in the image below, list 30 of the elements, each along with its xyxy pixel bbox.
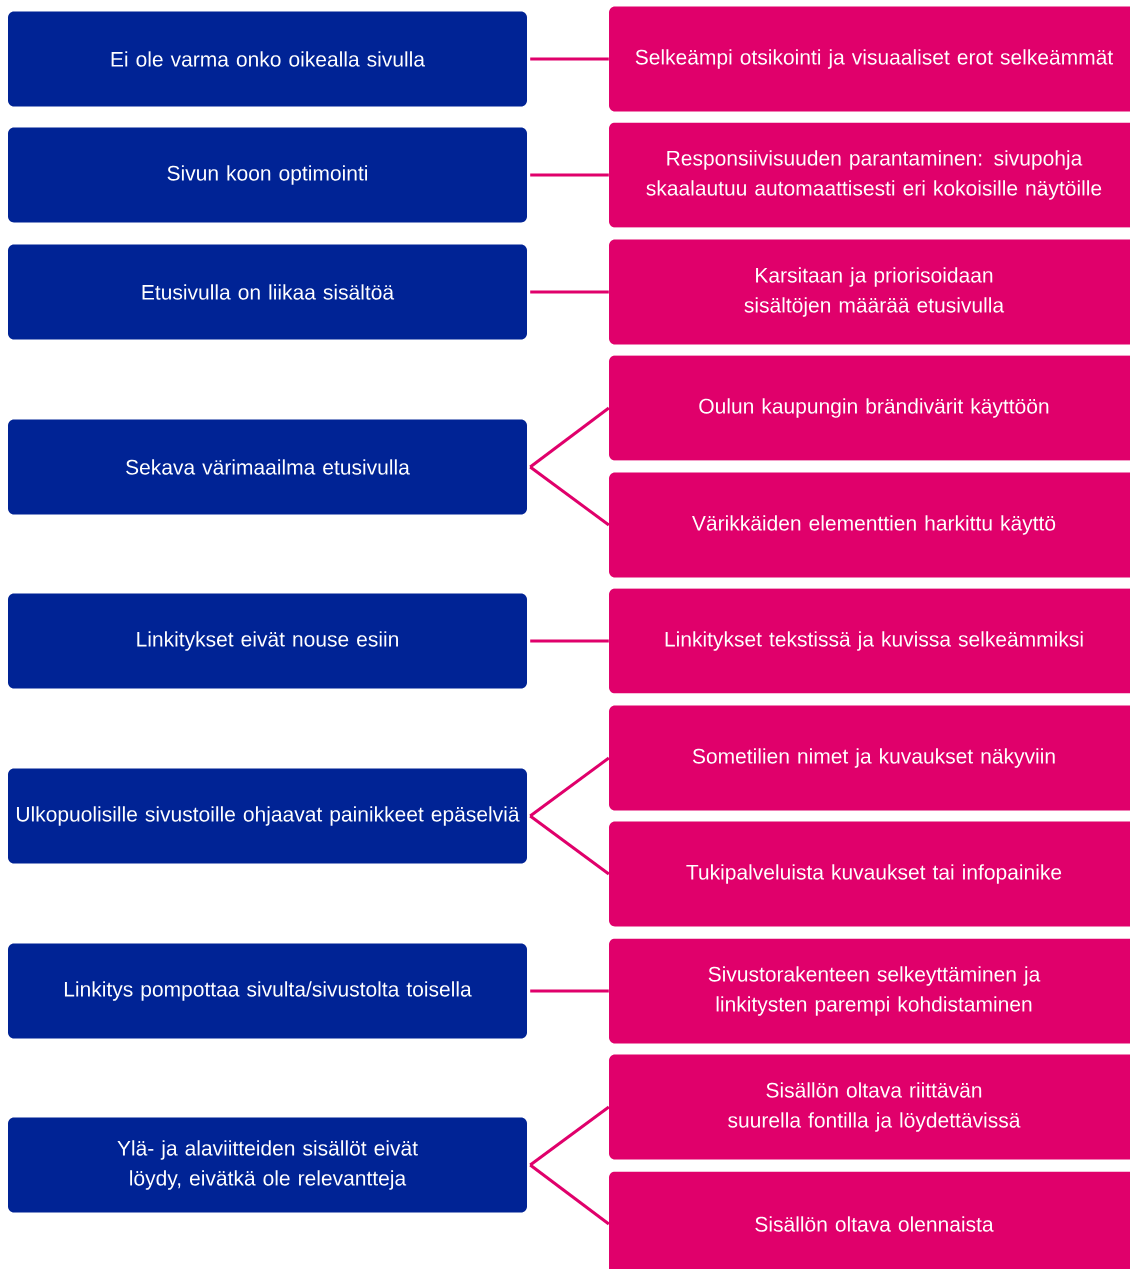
connector-line (529, 1105, 610, 1167)
problem-box: Ylä- ja alaviitteiden sisällöt eivät löydy, eivätkä ole relevantteja (8, 1117, 527, 1213)
solution-box: Sometilien nimet ja kuvaukset näkyviin (609, 705, 1130, 811)
connector-line (529, 1163, 610, 1226)
solution-box: Sisällön oltava riittävän suurella fontilla ja löydettävissä (609, 1054, 1130, 1160)
connector-line (529, 406, 610, 469)
solution-box: Tukipalveluista kuvaukset tai infopainike (609, 821, 1130, 927)
connector-line (530, 173, 609, 177)
problem-box: Linkitykset eivät nouse esiin (8, 593, 527, 689)
solution-box: Sivustorakenteen selkeyttäminen ja linkitysten parempi kohdistaminen (609, 938, 1130, 1044)
connector-line (530, 57, 609, 61)
problem-box: Ei ole varma onko oikealla sivulla (8, 11, 527, 107)
connector-line (530, 989, 609, 993)
solution-box: Värikkäiden elementtien harkittu käyttö (609, 472, 1130, 578)
connector-line (529, 756, 610, 818)
solution-box: Linkitykset tekstissä ja kuvissa selkeämmiksi (609, 588, 1130, 694)
solution-box: Oulun kaupungin brändivärit käyttöön (609, 355, 1130, 461)
connector-line (529, 814, 610, 876)
connector-line (530, 290, 609, 294)
problem-box: Etusivulla on liikaa sisältöä (8, 244, 527, 340)
problem-box: Sekava värimaailma etusivulla (8, 419, 527, 515)
connector-line (530, 639, 609, 643)
solution-box: Responsiivisuuden parantaminen: sivupohja skaalautuu automaattisesti eri kokoisille näytöille (609, 122, 1130, 228)
problem-box: Ulkopuolisille sivustoille ohjaavat painikkeet epäselviä (8, 768, 527, 864)
connector-line (529, 465, 610, 527)
problem-box: Linkitys pompottaa sivulta/sivustolta toisella (8, 943, 527, 1039)
solution-box: Karsitaan ja priorisoidaan sisältöjen määrää etusivulla (609, 239, 1130, 345)
solution-box: Sisällön oltava olennaista (609, 1171, 1130, 1269)
solution-box: Selkeämpi otsikointi ja visuaaliset erot selkeämmät (609, 6, 1130, 112)
problem-box: Sivun koon optimointi (8, 127, 527, 223)
